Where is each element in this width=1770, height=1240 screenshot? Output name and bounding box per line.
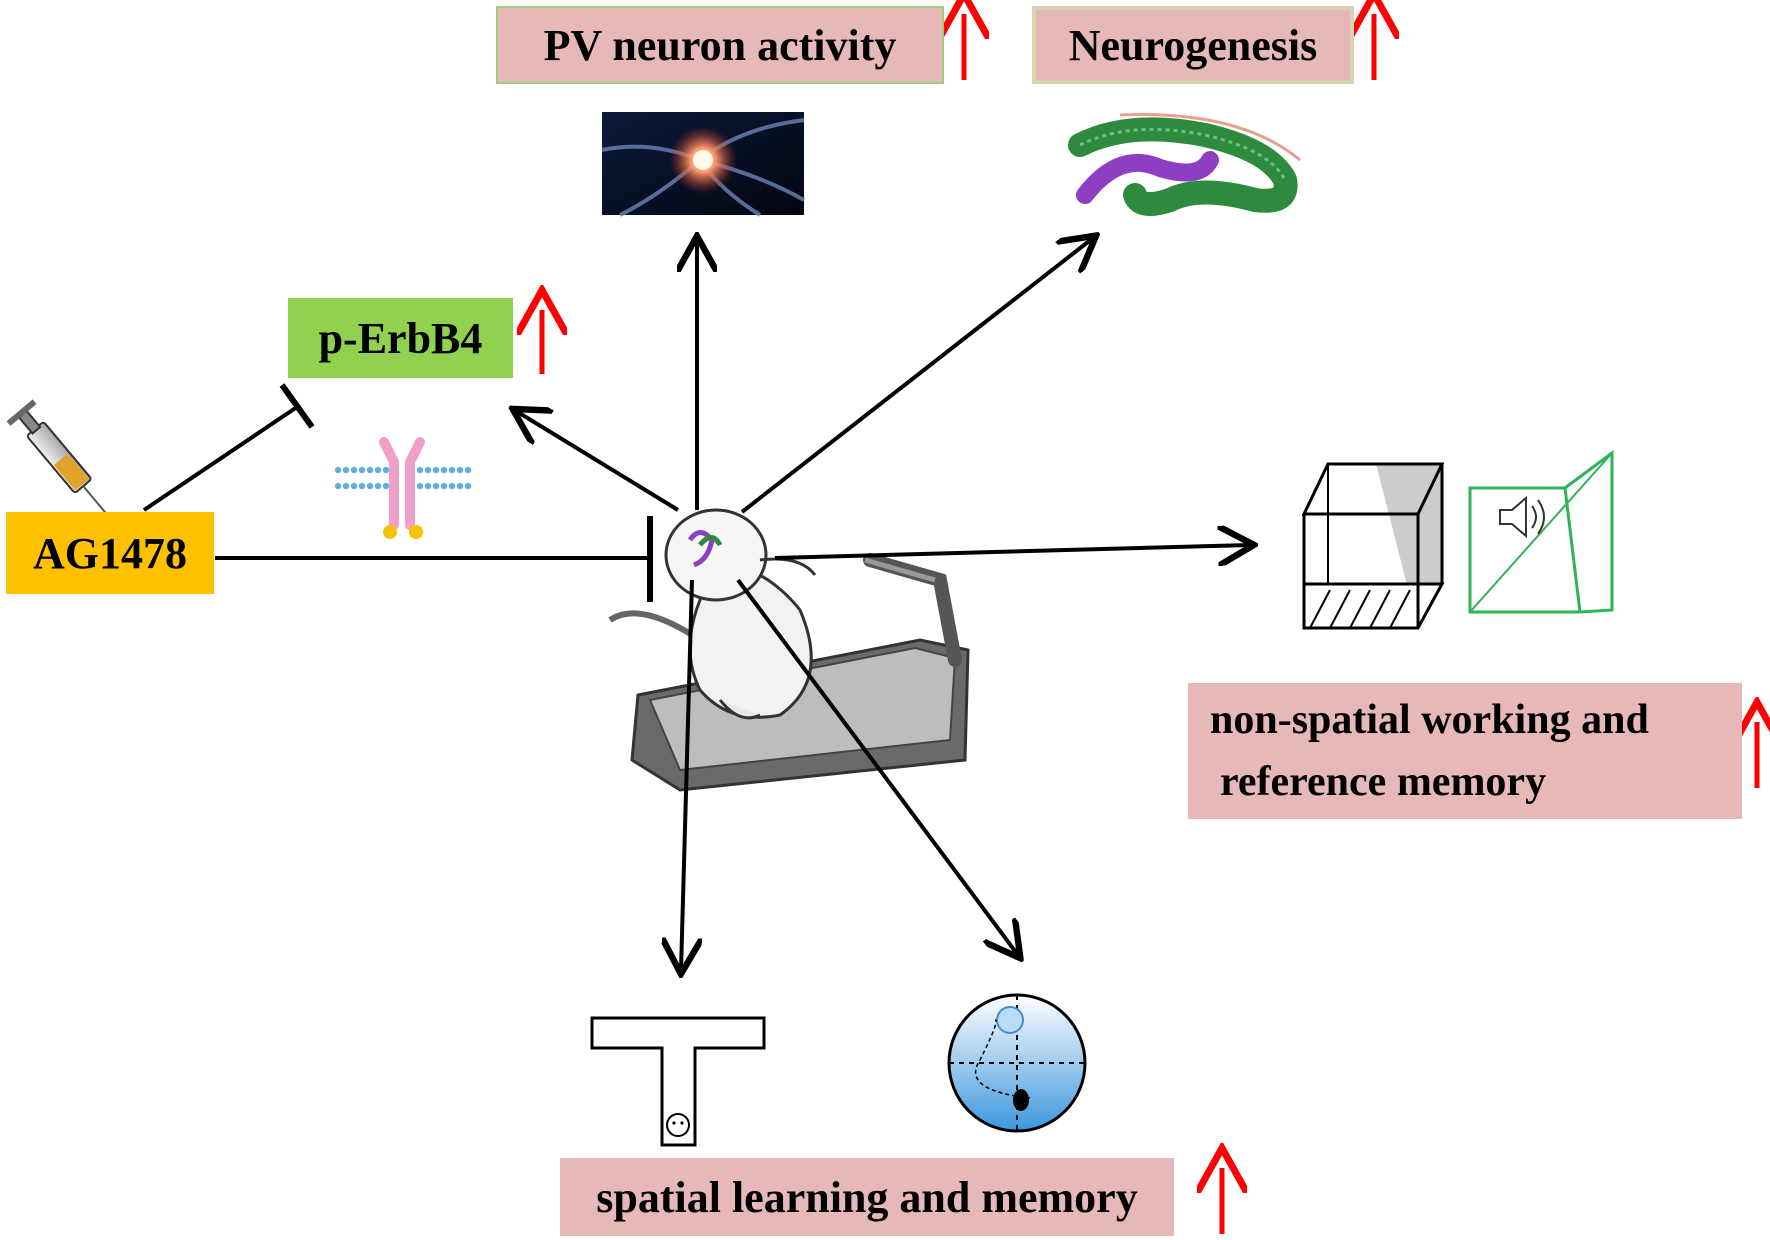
pv-neuron-activity-label: PV neuron activity xyxy=(496,6,944,84)
spatial-learning-label: spatial learning and memory xyxy=(560,1158,1174,1236)
arrow-to-tmaze xyxy=(681,579,692,970)
object-recognition-box-icon xyxy=(1301,462,1445,630)
morris-water-maze-icon xyxy=(947,993,1087,1133)
mouse-on-treadmill-icon xyxy=(608,508,970,792)
ag1478-label: AG1478 xyxy=(6,512,214,594)
arrow-to-erbb4 xyxy=(516,411,680,512)
t-maze-icon xyxy=(590,1016,766,1147)
neurogenesis-label: Neurogenesis xyxy=(1032,6,1354,84)
p-erbb4-label: p-ErbB4 xyxy=(288,298,513,378)
arrow-to-neurogenesis xyxy=(740,238,1093,514)
connections xyxy=(142,238,1250,970)
nonspatial-memory-line1: non-spatial working and xyxy=(1210,697,1649,743)
inhibit-bar-erbb4 xyxy=(279,383,315,429)
arrow-to-nonspatial xyxy=(774,545,1250,558)
arrow-to-watermaze xyxy=(736,578,1018,955)
ag1478-inhibits-erbb4-line xyxy=(142,403,302,512)
neuron-image xyxy=(601,112,805,217)
hippocampus-icon xyxy=(1068,113,1301,216)
nonspatial-memory-label: non-spatial working and reference memory xyxy=(1188,683,1742,819)
syringe-icon xyxy=(6,399,107,514)
increase-arrows xyxy=(542,14,1757,1234)
nonspatial-memory-line2: reference memory xyxy=(1220,759,1547,805)
erbb4-receptor-icon xyxy=(334,437,472,539)
fear-conditioning-speaker-box-icon xyxy=(1468,450,1614,614)
